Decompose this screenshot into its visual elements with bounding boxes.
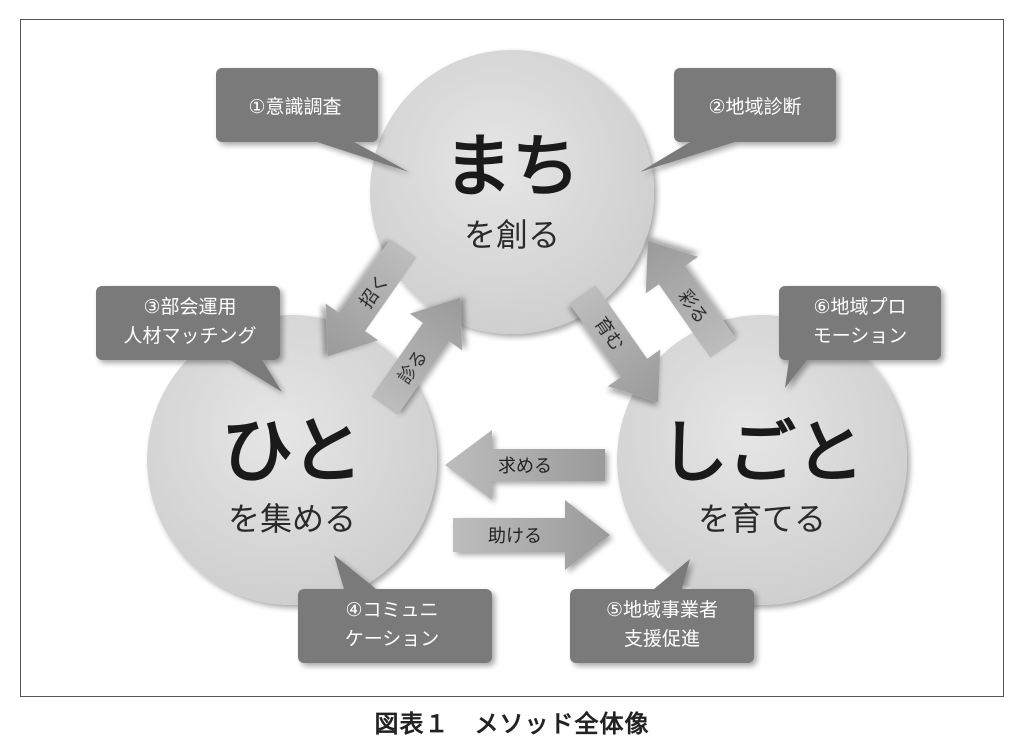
hito-title: ひと <box>221 409 363 493</box>
bubble-5: ⑤地域事業者 支援促進 <box>570 559 754 663</box>
bubble-5-line-2: 支援促進 <box>624 628 700 650</box>
bubble-4: ④コミュニ ケーション <box>298 555 492 663</box>
bubble-3: ③部会運用 人材マッチング <box>96 286 282 392</box>
bubble-3-line-1: ③部会運用 <box>143 296 236 318</box>
bubble-6: ⑥地域プロ モーション <box>779 286 941 388</box>
machi-title: まち <box>444 128 580 207</box>
arrow-motomeru-label: 求める <box>498 456 552 477</box>
bubble-1: ①意識調査 <box>216 68 409 172</box>
figure-caption: 図表１ メソッド全体像 <box>374 710 650 738</box>
hito-subtitle: を集める <box>228 500 356 538</box>
shigoto-title: しごと <box>660 414 864 493</box>
bubble-5-line-1: ⑤地域事業者 <box>606 599 718 621</box>
diagram-frame <box>20 19 1004 697</box>
circle-shigoto <box>617 315 907 605</box>
arrow-motomeru: 求める <box>445 430 605 500</box>
machi-subtitle: を創る <box>464 216 560 254</box>
bubble-4-line-1: ④コミュニ <box>345 599 438 621</box>
shigoto-subtitle: を育てる <box>698 500 826 538</box>
bubble-2: ②地域診断 <box>640 68 836 172</box>
method-diagram: まち を創る ひと を集める しごと を育てる 求める 助ける 招く 診る 育む… <box>96 50 941 663</box>
bubble-3-line-2: 人材マッチング <box>123 325 256 347</box>
bubble-1-line-1: ①意識調査 <box>248 96 341 118</box>
circle-hito <box>147 315 437 605</box>
bubble-4-line-2: ケーション <box>345 628 440 650</box>
circle-machi <box>370 50 654 334</box>
arrow-tasukeru: 助ける <box>453 500 610 570</box>
bubble-6-line-1: ⑥地域プロ <box>813 296 906 318</box>
bubble-6-line-2: モーション <box>813 325 908 347</box>
bubble-2-line-1: ②地域診断 <box>708 96 801 118</box>
arrow-tasukeru-label: 助ける <box>488 526 542 547</box>
